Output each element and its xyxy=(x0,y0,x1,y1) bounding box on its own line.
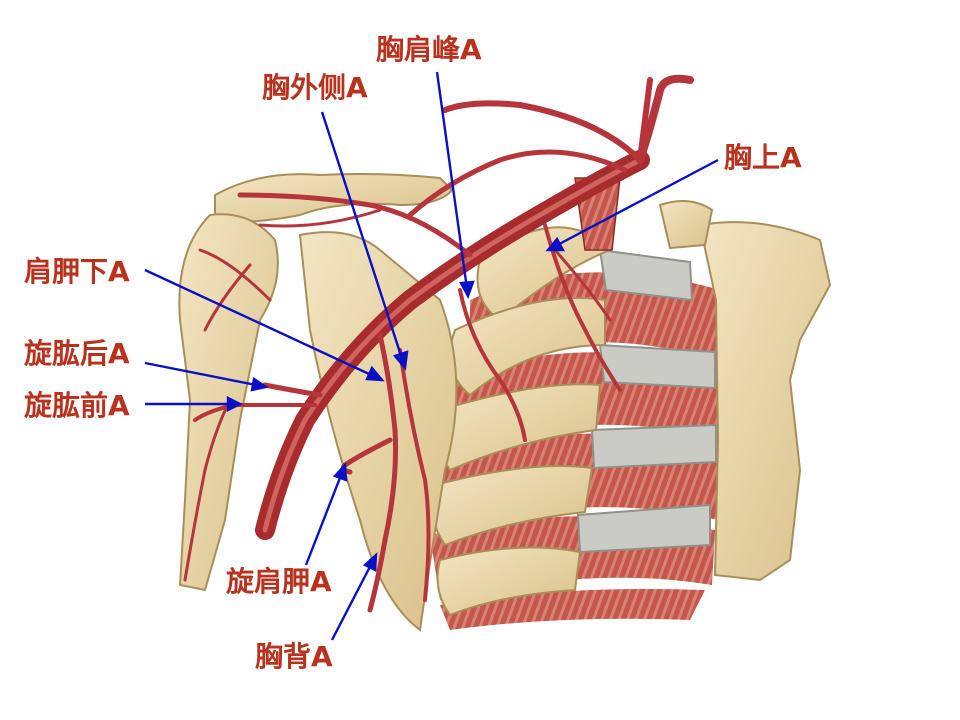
label-anterior-circumflex-humeral: 旋肱前A xyxy=(24,389,130,422)
leader-circumflex-scapular xyxy=(304,464,347,566)
label-lateral-thoracic: 胸外侧A xyxy=(262,71,368,104)
leader-lines xyxy=(144,71,719,641)
sternum xyxy=(698,221,832,582)
clavicle-medial-end xyxy=(658,200,714,250)
label-thoracodorsal: 胸背A xyxy=(255,640,333,673)
label-subscapular: 肩胛下A xyxy=(24,255,130,288)
leader-thoracodorsal xyxy=(330,554,378,641)
costal-cartilages xyxy=(576,248,717,554)
leader-superior-thoracic xyxy=(547,158,719,252)
arteries xyxy=(183,74,694,613)
label-circumflex-scapular: 旋肩胛A xyxy=(226,565,332,598)
label-thoracoacromial: 胸肩峰A xyxy=(376,33,482,66)
leader-lateral-thoracic xyxy=(320,111,407,369)
leader-subscapular xyxy=(144,268,383,382)
leader-post-circumflex-humeral xyxy=(144,361,267,389)
label-superior-thoracic: 胸上A xyxy=(724,141,802,174)
leader-thoracoacromial xyxy=(435,71,470,297)
label-posterior-circumflex-humeral: 旋肱后A xyxy=(24,337,130,370)
